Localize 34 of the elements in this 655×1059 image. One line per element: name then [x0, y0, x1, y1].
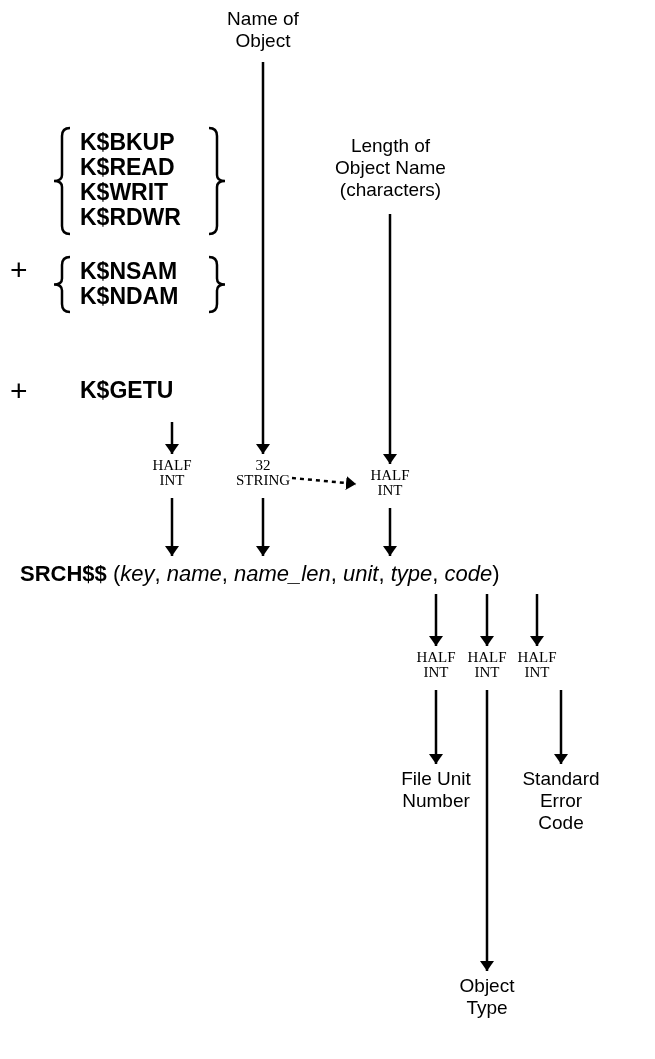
option-name: K$NSAM [80, 259, 178, 284]
type-label: 32 STRING [234, 458, 292, 488]
dashed-arrow [291, 476, 357, 491]
option-name: K$READ [80, 155, 175, 180]
arrow [530, 594, 544, 646]
option-name: K$RDWR [80, 205, 181, 230]
caption-text: Standard Error Code [521, 768, 601, 834]
caption-text: Name of Object [226, 8, 300, 52]
option-name: K$WRIT [80, 180, 169, 205]
arrow [383, 508, 397, 556]
arrow [165, 498, 179, 556]
caption-text: Length of Object Name (characters) [334, 135, 447, 201]
option-name: K$GETU [80, 378, 174, 403]
caption-text: Object Type [458, 975, 516, 1019]
type-label: HALF INT [415, 650, 457, 680]
plus-sign: + [10, 255, 28, 285]
arrow [429, 594, 443, 646]
arrow [429, 690, 443, 764]
arrow [383, 214, 397, 464]
type-label: HALF INT [466, 650, 508, 680]
caption-text: File Unit Number [400, 768, 472, 812]
arrow [480, 594, 494, 646]
type-label: HALF INT [151, 458, 193, 488]
arrow [256, 498, 270, 556]
function-call: SRCH$$ (key, name, name_len, unit, type, code) [20, 560, 500, 588]
arrow [554, 690, 568, 764]
type-label: HALF INT [369, 468, 411, 498]
type-label: HALF INT [516, 650, 558, 680]
arrow [165, 422, 179, 454]
arrow [256, 62, 270, 454]
option-name: K$NDAM [80, 284, 179, 309]
plus-sign: + [10, 376, 28, 406]
option-name: K$BKUP [80, 130, 175, 155]
arrow [480, 690, 494, 971]
